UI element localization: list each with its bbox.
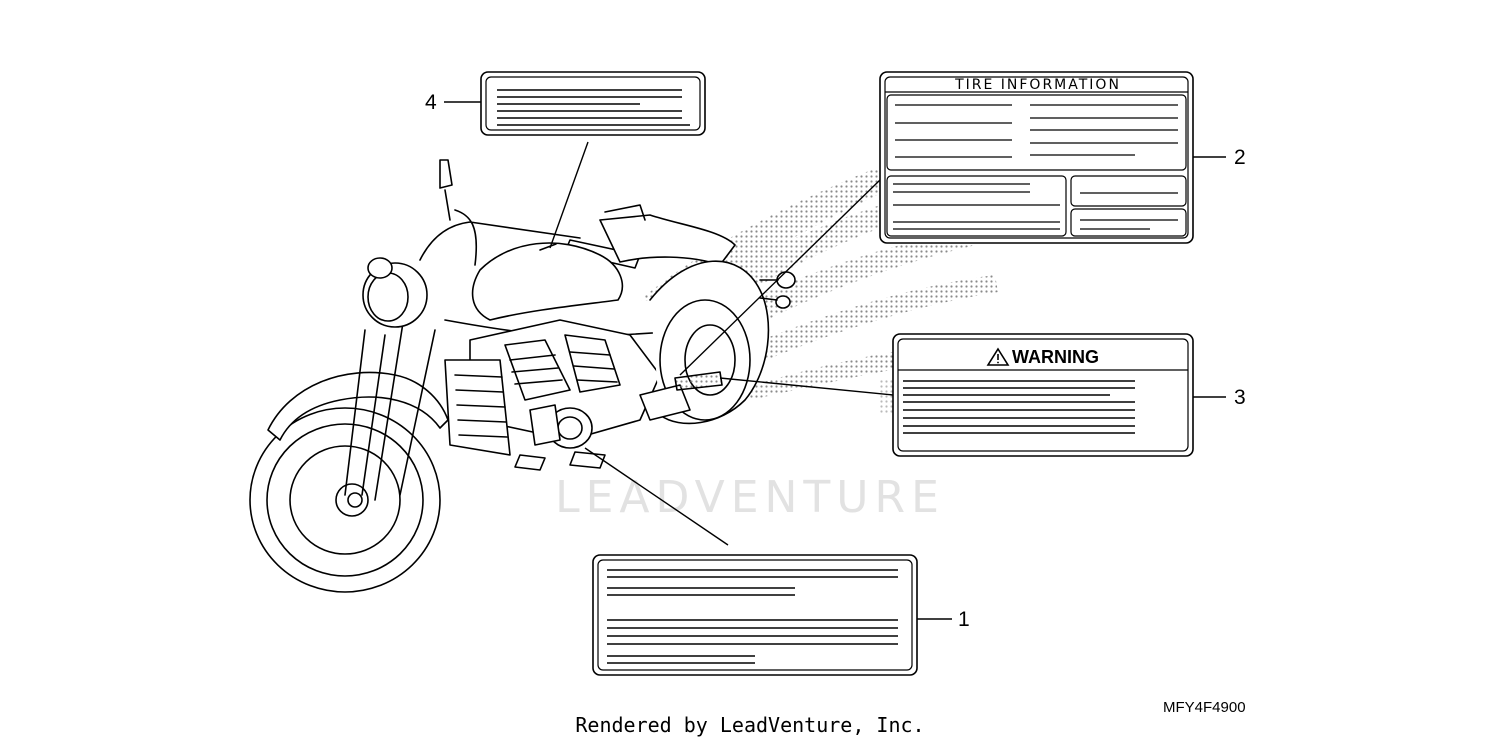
label-1 <box>592 554 918 676</box>
rendered-by-footer: Rendered by LeadVenture, Inc. <box>575 713 925 737</box>
callout-3: 3 <box>1234 386 1246 409</box>
callout-2: 2 <box>1234 146 1246 169</box>
label-4 <box>480 71 706 136</box>
leader-lines <box>444 101 1226 620</box>
callout-4: 4 <box>425 91 437 114</box>
leadventure-watermark: LEADVENTURE <box>555 472 945 523</box>
diagram-code: MFY4F4900 <box>1163 699 1246 716</box>
motorcycle-illustration <box>249 159 796 593</box>
label-2-tire-information: TIRE INFORMATION <box>879 71 1194 244</box>
callout-1: 1 <box>958 608 970 631</box>
warning-title: WARNING <box>1012 347 1099 367</box>
warning-triangle-icon <box>986 347 1010 366</box>
label-3-warning: WARNING <box>892 333 1194 457</box>
tire-information-title: TIRE INFORMATION <box>954 77 1121 93</box>
